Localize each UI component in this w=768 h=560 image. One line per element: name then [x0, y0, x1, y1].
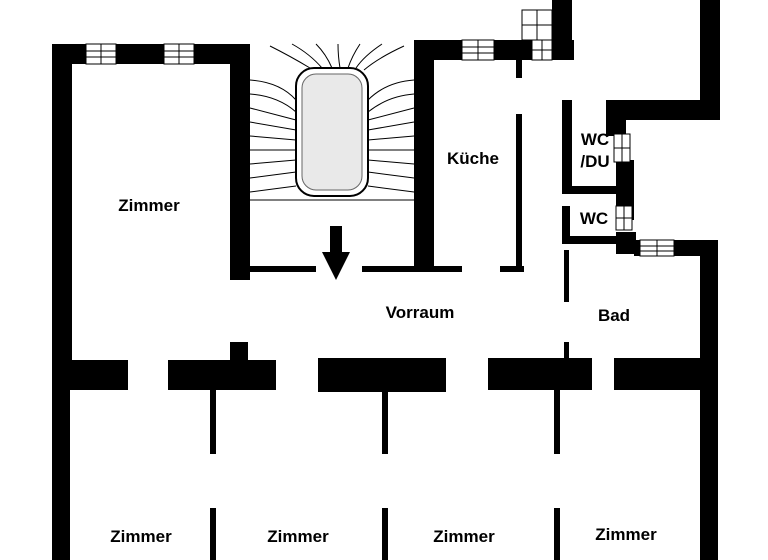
wall-wc-left-2 [562, 206, 570, 242]
wall-left-upper [52, 44, 72, 364]
window-top-left-2 [163, 43, 195, 65]
wall-stair-bottom-left [248, 266, 316, 272]
wall-kitchen-bottom-2 [500, 266, 524, 272]
label-vorraum: Vorraum [385, 303, 455, 322]
wall-wc-bottom [562, 236, 632, 244]
wall-mid-3 [318, 358, 446, 392]
wall-kitchen-right-top [516, 58, 522, 78]
label-wc-du-line1: WC [580, 130, 610, 149]
label-kueche: Küche [447, 149, 499, 168]
label-wc-du-line2: /DU [580, 152, 610, 171]
wall-mid-5 [614, 358, 718, 390]
label-zimmer-top-left: Zimmer [118, 196, 180, 215]
wall-wc-right-upper [606, 100, 626, 136]
wall-mid-2-top [230, 342, 248, 362]
wall-left-lower [52, 360, 70, 560]
wall-bad-left [564, 250, 569, 302]
label-bad: Bad [597, 306, 631, 325]
wall-lower-1b [210, 508, 216, 560]
shaft-top-right [521, 9, 553, 41]
wall-top-left [52, 44, 250, 64]
label-zimmer-bottom-3: Zimmer [433, 527, 495, 546]
wall-wc-sep [562, 186, 634, 194]
window-top-right [531, 39, 553, 61]
window-bad [639, 239, 675, 257]
wall-mid-4 [488, 358, 592, 390]
wall-right-top [700, 0, 720, 120]
wall-kitchen-bottom [432, 266, 462, 272]
window-kitchen [461, 39, 495, 61]
wall-top-right-vertical [552, 0, 572, 60]
wall-mid-1 [52, 360, 128, 390]
window-wc-du [613, 133, 631, 163]
down-arrow-icon [322, 226, 350, 280]
wall-lower-1 [210, 388, 216, 454]
wall-kitchen-right [516, 114, 522, 270]
wall-bad-left-2 [564, 342, 569, 362]
wall-lower-3 [554, 388, 560, 454]
window-wc [615, 205, 633, 231]
wall-stair-bottom-right [362, 266, 420, 272]
wall-lower-2b [382, 508, 388, 560]
wall-zimmer-stairs [230, 44, 250, 280]
label-wc: WC [579, 209, 609, 228]
wall-lower-2 [382, 388, 388, 454]
wall-right-top-horizontal [606, 100, 720, 120]
label-zimmer-bottom-2: Zimmer [267, 527, 329, 546]
label-zimmer-bottom-4: Zimmer [595, 525, 657, 544]
label-wc-du: WC /DU [580, 129, 609, 173]
wall-mid-2 [168, 360, 276, 390]
wall-lower-3b [554, 508, 560, 560]
wall-kitchen-left [414, 40, 434, 272]
wall-wc-left [562, 100, 572, 192]
label-zimmer-bottom-1: Zimmer [110, 527, 172, 546]
window-top-left-1 [85, 43, 117, 65]
staircase-icon [249, 43, 415, 201]
wall-right-lower [700, 240, 718, 560]
